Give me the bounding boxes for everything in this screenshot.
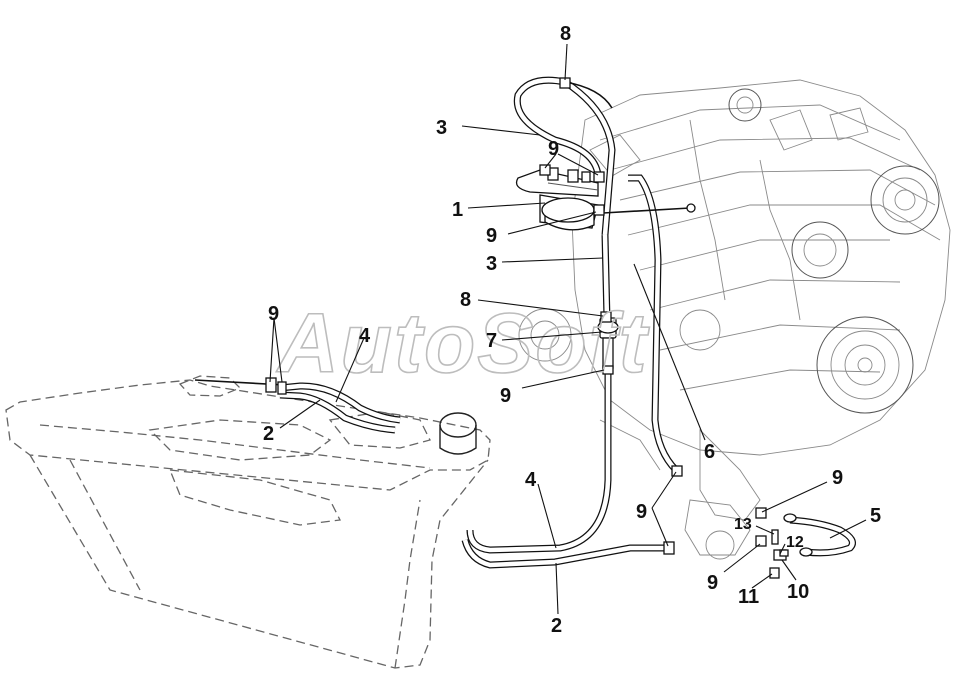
callout-7: 7 [486,330,497,352]
callout-2-lower: 2 [551,615,562,637]
callout-4-tank: 4 [359,325,371,347]
callout-4-lower: 4 [525,469,537,491]
callout-9-lower-right-bottom: 9 [707,572,718,594]
leader-lines [269,43,867,615]
hose-6-return [602,174,696,473]
watermark-text: AutoSoft [276,296,650,390]
callout-9-lower-left: 9 [636,501,647,523]
hose-4-main [466,368,612,554]
callout-10: 10 [787,581,809,603]
callout-11: 11 [738,586,759,608]
callout-3-top: 3 [436,117,447,139]
hose-2-4-tank-top [194,377,401,434]
callout-12: 12 [786,534,804,551]
callout-3-middle: 3 [486,253,497,275]
callout-9-filter-bottom: 9 [486,225,497,247]
hose-5-right [783,513,856,557]
clamps [539,77,789,579]
callout-6: 6 [704,441,715,463]
fuel-pump-priming-7 [597,317,619,369]
fuel-filter [515,167,599,231]
callout-8-top: 8 [560,23,571,45]
callout-9-filter-top: 9 [548,138,559,160]
callout-2-tank: 2 [263,423,274,445]
callout-5: 5 [870,505,881,527]
hose-2-main [461,538,668,569]
callout-9-pump: 9 [500,385,511,407]
hose-3-lower [601,234,611,321]
callout-8-middle: 8 [460,289,471,311]
callout-9-lower-right-top: 9 [832,467,843,489]
callouts: 8 3 9 1 9 3 8 7 9 6 9 4 2 4 9 2 9 5 13 1… [263,23,881,637]
fuel-tank [5,375,491,669]
callout-13: 13 [734,516,752,533]
callout-1: 1 [452,199,463,221]
callout-9-tank: 9 [268,303,279,325]
engine-block [518,79,951,560]
